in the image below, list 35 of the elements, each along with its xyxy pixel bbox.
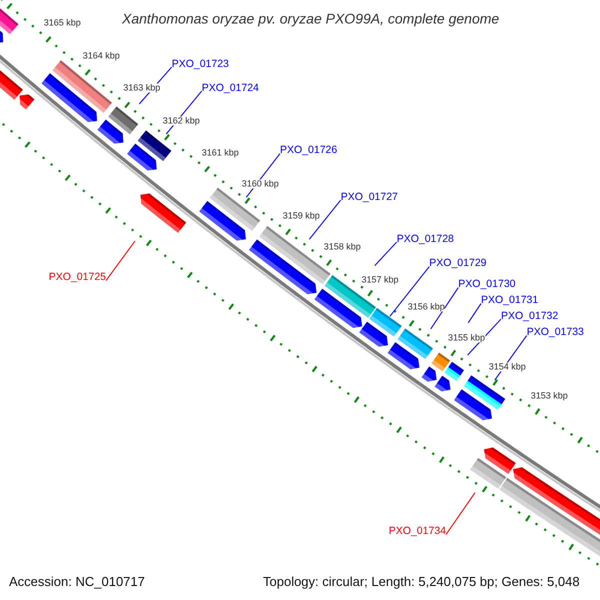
gene-label: PXO_01725 <box>48 272 106 284</box>
tick-label: 3157 kbp <box>361 276 399 284</box>
tick-label: 3161 kbp <box>202 148 239 157</box>
tick-label: 3163 kbp <box>123 84 160 92</box>
tick-label: 3158 kbp <box>324 242 361 251</box>
leader-line <box>308 200 342 240</box>
gene-label: PXO_01726 <box>280 145 338 157</box>
tick-label: 3153 kbp <box>530 391 568 400</box>
gene-label: PXO_01730 <box>458 279 516 291</box>
tick-label: 3156 kbp <box>408 302 445 312</box>
tick-label: 3159 kbp <box>282 211 320 220</box>
leader-line <box>468 303 482 324</box>
leader-line <box>430 287 459 330</box>
gene-label: PXO_01728 <box>396 234 454 246</box>
tick-label: 3155 kbp <box>448 333 486 342</box>
map-title: Xanthomonas oryzae pv. oryzae PXO99A, complete genome <box>122 11 500 27</box>
tick-label: 3162 kbp <box>162 116 200 125</box>
leader-line <box>106 240 136 282</box>
tick-label: 3165 kbp <box>44 18 81 27</box>
gene-label: PXO_01734 <box>388 526 446 538</box>
gene-label: PXO_01733 <box>526 327 584 339</box>
leader-line <box>446 492 476 536</box>
genome-stats-text: Topology: circular; Length: 5,240,075 bp; Genes: 5,048 <box>263 574 580 590</box>
gene-label: PXO_01723 <box>172 58 229 70</box>
tick-label: 3154 kbp <box>488 362 526 371</box>
gene-label: PXO_01731 <box>481 295 538 307</box>
gene-label: PXO_01727 <box>340 192 398 204</box>
gene-label: PXO_01729 <box>429 258 487 270</box>
tick-label: 3160 kbp <box>242 179 279 188</box>
gene-label: PXO_01732 <box>501 310 558 322</box>
leader-line <box>389 266 430 317</box>
tick-label: 3164 kbp <box>82 51 120 60</box>
leader-line <box>374 242 398 266</box>
gene-label: PXO_01724 <box>202 82 259 94</box>
accession-text: Accession: NC_010717 <box>9 574 145 590</box>
